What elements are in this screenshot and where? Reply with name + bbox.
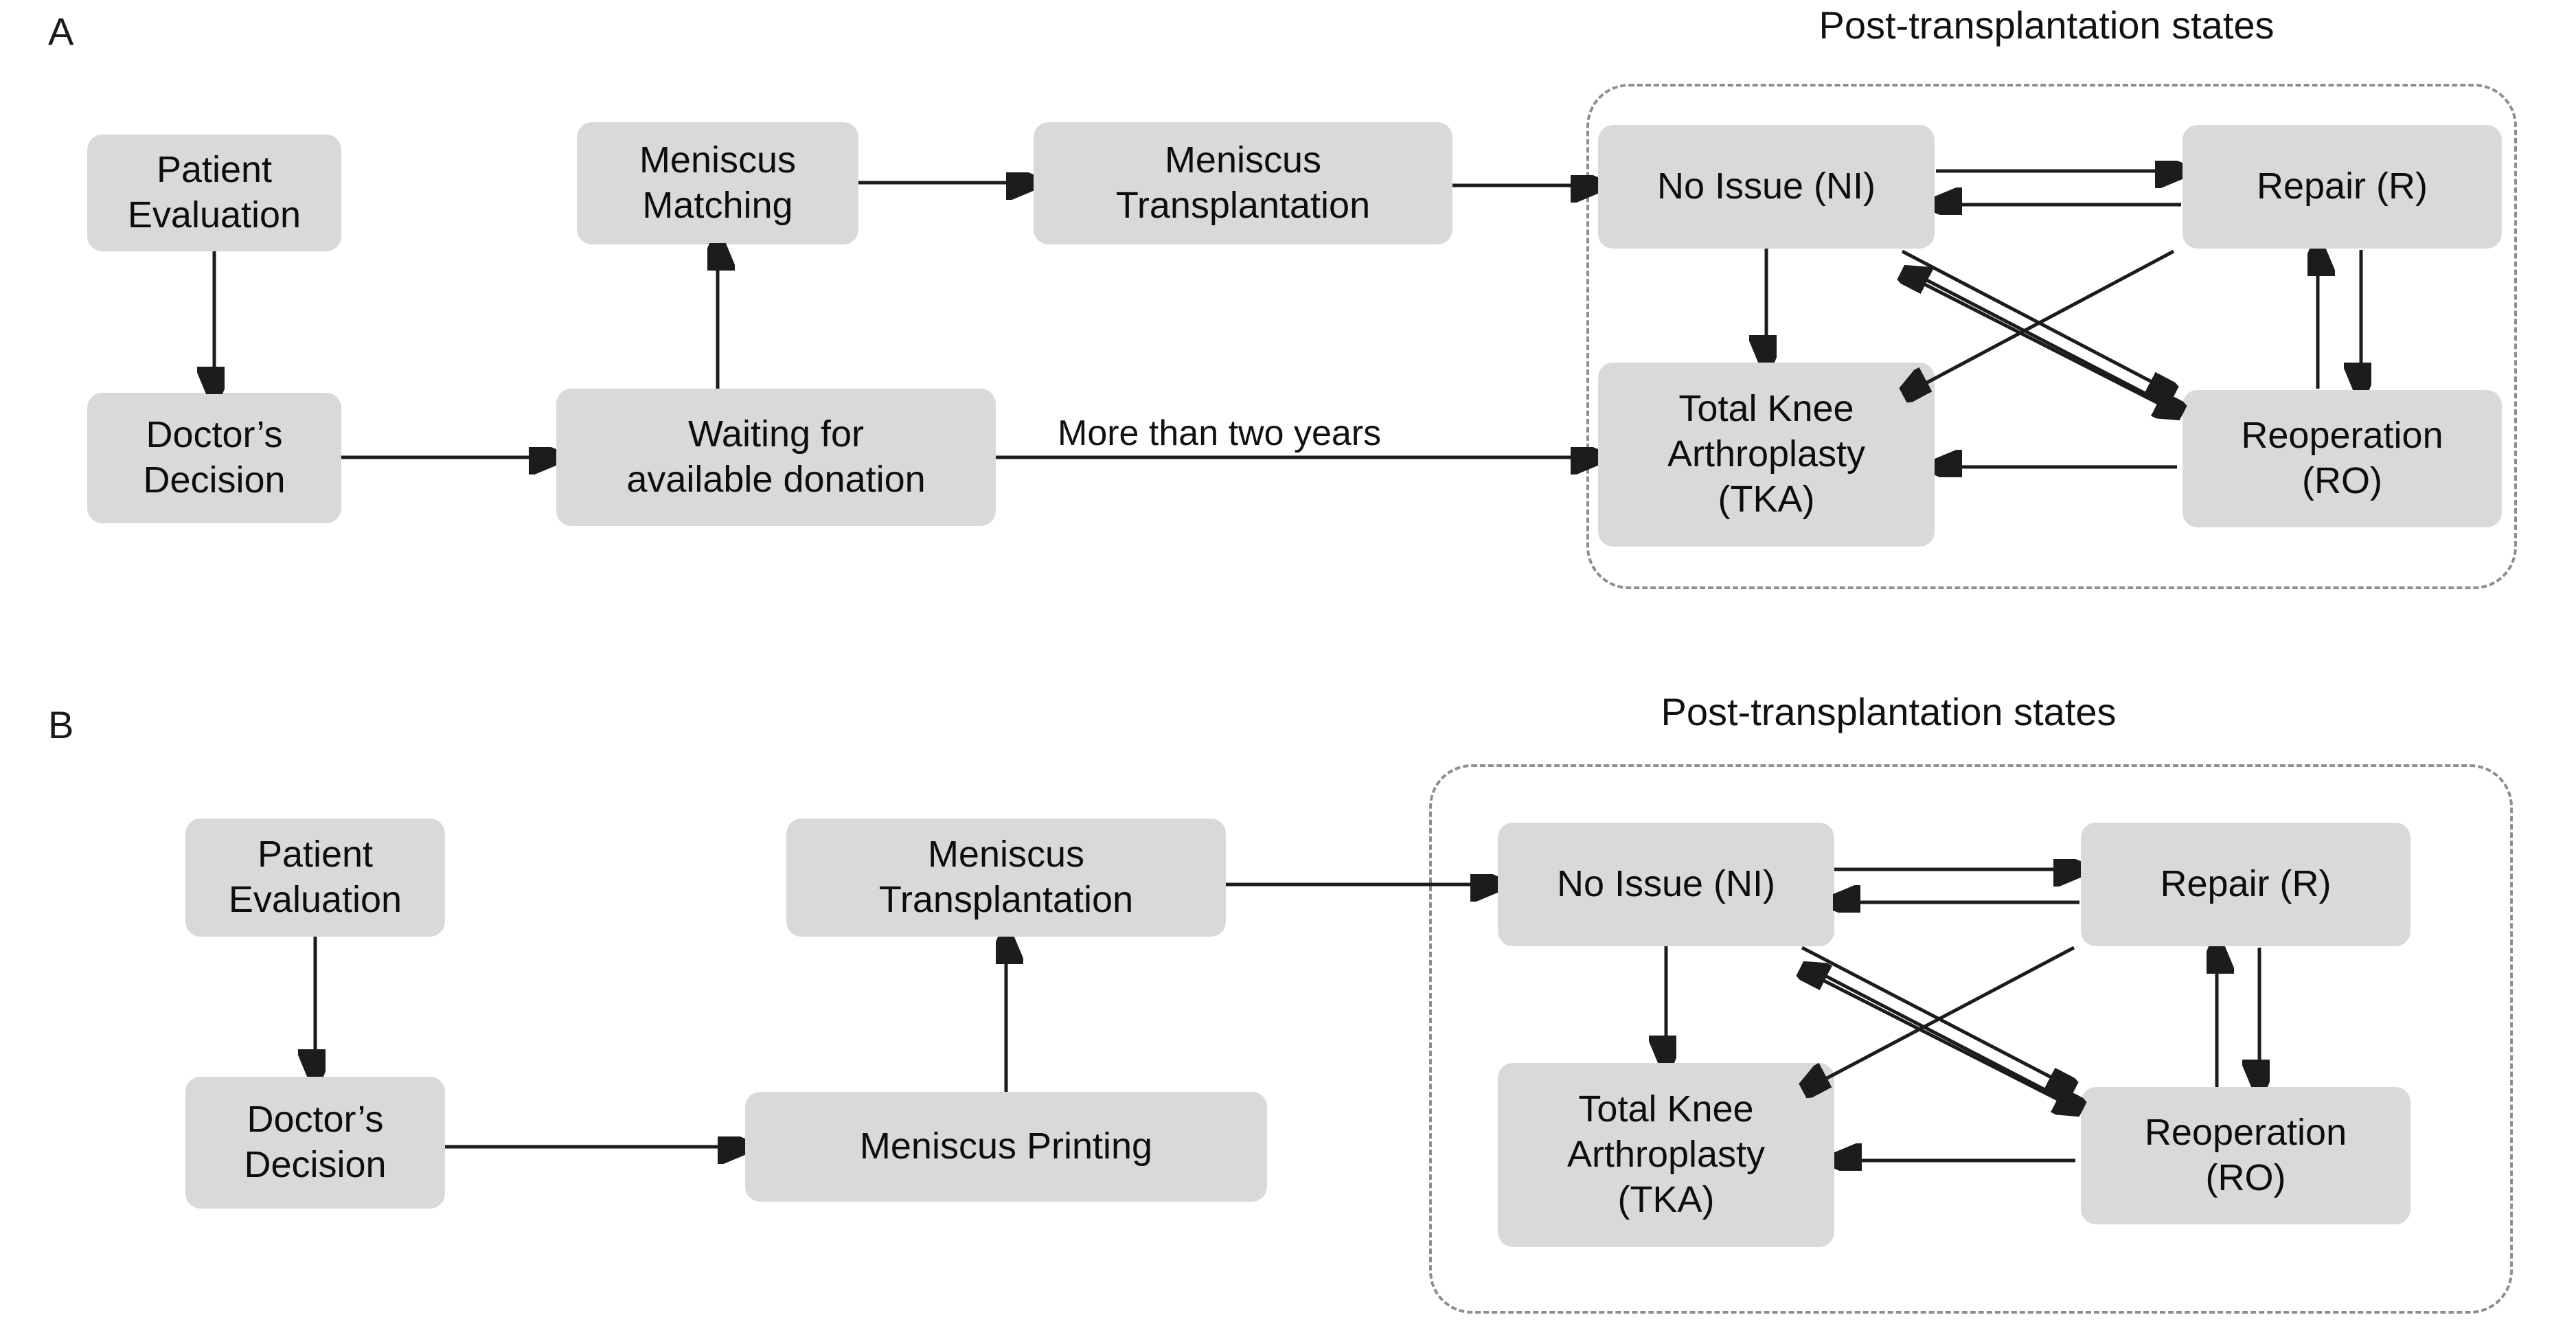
node-label: No Issue (NI): [1656, 165, 1876, 207]
node-a-waiting-donation[interactable]: Waiting for available donation: [556, 389, 996, 526]
panel-a-letter: A: [48, 10, 74, 53]
node-label: Waiting for available donation: [626, 413, 926, 500]
node-b-no-issue[interactable]: No Issue (NI): [1498, 823, 1834, 946]
node-b-repair[interactable]: Repair (R): [2081, 823, 2410, 946]
node-label: Repair (R): [2160, 863, 2332, 905]
node-label: Meniscus Transplantation: [1115, 139, 1371, 226]
node-a-no-issue[interactable]: No Issue (NI): [1598, 125, 1935, 249]
node-b-patient-evaluation[interactable]: Patient Evaluation: [185, 819, 445, 937]
node-a-doctors-decision[interactable]: Doctor’s Decision: [87, 393, 341, 523]
node-label: Repair (R): [2256, 165, 2428, 207]
node-label: Total Knee Arthroplasty (TKA): [1667, 388, 1866, 520]
node-label: Reoperation (RO): [2144, 1112, 2347, 1198]
node-a-reoperation[interactable]: Reoperation (RO): [2182, 390, 2502, 527]
panel-b-group-title: Post-transplantation states: [1661, 690, 2117, 733]
panel-a-post-transplantation-container: [1586, 84, 2517, 589]
node-a-meniscus-transplantation[interactable]: Meniscus Transplantation: [1034, 122, 1452, 244]
panel-b-letter: B: [48, 703, 74, 746]
node-label: No Issue (NI): [1556, 863, 1776, 905]
node-b-reoperation[interactable]: Reoperation (RO): [2081, 1087, 2410, 1224]
node-label: Reoperation (RO): [2241, 415, 2443, 501]
panel-a-group-title: Post-transplantation states: [1819, 3, 2275, 47]
node-label: Doctor’s Decision: [244, 1099, 387, 1185]
node-a-tka[interactable]: Total Knee Arthroplasty (TKA): [1598, 363, 1935, 547]
node-label: Doctor’s Decision: [143, 414, 286, 501]
edge-label-a-more-than-two-years: More than two years: [1058, 413, 1382, 453]
node-label: Patient Evaluation: [127, 149, 301, 236]
node-b-tka[interactable]: Total Knee Arthroplasty (TKA): [1498, 1063, 1834, 1247]
node-a-patient-evaluation[interactable]: Patient Evaluation: [87, 135, 341, 251]
node-label: Total Knee Arthroplasty (TKA): [1566, 1088, 1766, 1220]
node-a-meniscus-matching[interactable]: Meniscus Matching: [577, 122, 858, 244]
node-b-meniscus-printing[interactable]: Meniscus Printing: [745, 1092, 1267, 1202]
node-label: Meniscus Printing: [859, 1125, 1153, 1167]
node-b-meniscus-transplantation[interactable]: Meniscus Transplantation: [786, 819, 1226, 937]
node-a-repair[interactable]: Repair (R): [2182, 125, 2502, 249]
node-b-doctors-decision[interactable]: Doctor’s Decision: [185, 1077, 445, 1209]
node-label: Meniscus Transplantation: [878, 834, 1134, 920]
node-label: Meniscus Matching: [639, 139, 797, 226]
node-label: Patient Evaluation: [228, 834, 402, 920]
panel-b-post-transplantation-container: [1429, 764, 2513, 1314]
